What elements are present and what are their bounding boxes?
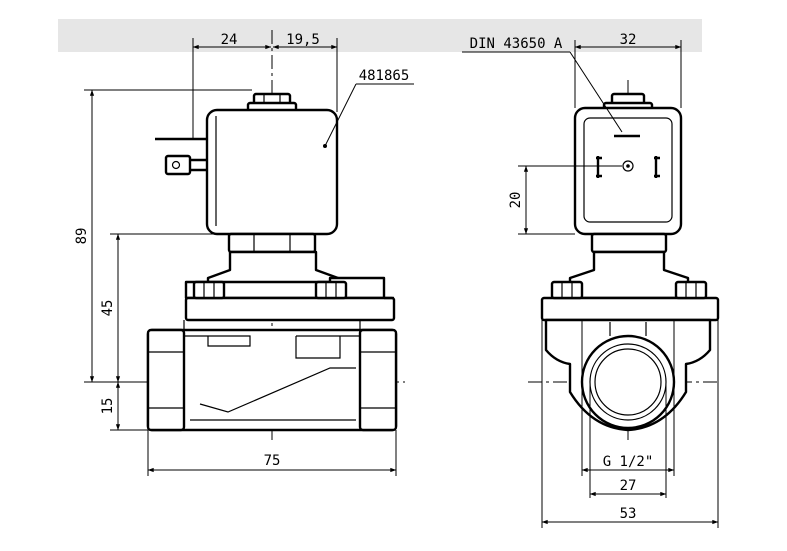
side-top-nut: [246, 92, 298, 113]
dim-coil-width: [574, 40, 682, 108]
front-view: DIN 43650 A 32 20 G 1/2" 27: [462, 32, 720, 528]
side-cover: [184, 276, 396, 322]
dim-length-label: 75: [264, 453, 281, 469]
side-coil: [155, 108, 339, 236]
dim-right-top-label: 19,5: [286, 32, 320, 48]
dim-top-side: [192, 38, 338, 140]
dim-coil-height-label: 45: [100, 300, 116, 317]
dim-body-width-label: 53: [620, 506, 637, 522]
connector-standard-label: DIN 43650 A: [470, 36, 563, 52]
side-stem-nut: [227, 232, 317, 254]
front-body: [544, 318, 712, 432]
front-bonnet: [568, 250, 690, 300]
din-leader: [462, 51, 623, 133]
side-body: [146, 320, 398, 432]
dim-coil-width-label: 32: [620, 32, 637, 48]
dim-port-height-label: 15: [100, 398, 116, 415]
front-stem-nut: [590, 232, 668, 254]
dim-connector-height: [518, 165, 622, 235]
dim-overall-height-label: 89: [74, 228, 90, 245]
side-view: 24 19,5 481865 89 45 15 75: [74, 30, 414, 476]
dim-length: [147, 430, 397, 476]
thread-label: G 1/2": [603, 454, 654, 470]
front-connector: [573, 106, 683, 236]
dim-bottom-front: [541, 320, 719, 528]
dim-thread-width-label: 27: [620, 478, 637, 494]
part-number-leader: [324, 83, 414, 147]
front-cover: [540, 280, 720, 322]
dim-vertical-side: [84, 89, 252, 431]
dim-connector-height-label: 20: [508, 192, 524, 209]
dim-left-top-label: 24: [221, 32, 238, 48]
part-number-label: 481865: [359, 68, 410, 84]
